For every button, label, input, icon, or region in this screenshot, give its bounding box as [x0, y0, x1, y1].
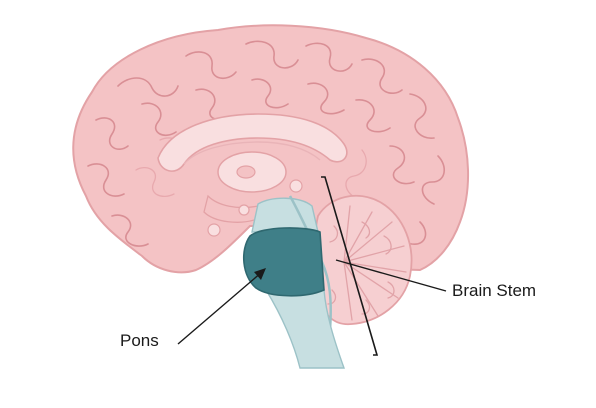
sulcus — [361, 58, 403, 94]
folia — [343, 221, 393, 263]
pineal-gland — [289, 179, 303, 193]
corpus-callosum-region — [157, 113, 348, 237]
sulcus — [421, 155, 445, 205]
folia — [343, 245, 405, 263]
sulcus — [305, 42, 353, 72]
pons-label: Pons — [120, 331, 159, 350]
sulcus — [87, 163, 125, 197]
sulcus — [95, 117, 129, 150]
folia — [343, 205, 351, 263]
brain-stem-label: Brain Stem — [452, 281, 536, 300]
folia — [361, 299, 371, 315]
sulcus — [141, 102, 177, 137]
sulcus — [251, 78, 289, 109]
sulcus — [409, 93, 435, 139]
sulcus — [307, 82, 345, 115]
folia — [387, 281, 395, 299]
sulcus — [117, 77, 179, 97]
brain-stem-bracket — [321, 176, 379, 356]
interthalamic-adhesion — [236, 165, 256, 179]
sulcus — [355, 99, 391, 133]
folia — [343, 261, 407, 273]
sulcus — [245, 40, 299, 69]
folia — [383, 235, 392, 255]
pons-arrowhead — [254, 268, 266, 280]
folia — [343, 261, 399, 299]
medulla — [264, 289, 345, 369]
folia — [343, 261, 379, 317]
sulcus — [135, 167, 175, 197]
folia — [329, 225, 339, 243]
sulcus — [111, 214, 149, 247]
brain-stem-leader-line — [335, 259, 447, 292]
pons — [243, 227, 325, 297]
folia — [343, 211, 373, 263]
folia — [343, 261, 353, 321]
midbrain — [251, 197, 319, 233]
brain-stem — [243, 195, 345, 369]
fornix — [183, 141, 321, 165]
pons-leader-line — [177, 271, 263, 345]
pituitary — [207, 223, 221, 237]
sulcus — [345, 149, 367, 199]
sulcus — [389, 145, 415, 185]
mammillary-body — [238, 204, 250, 216]
sulcus — [185, 51, 237, 79]
folia — [361, 221, 371, 239]
